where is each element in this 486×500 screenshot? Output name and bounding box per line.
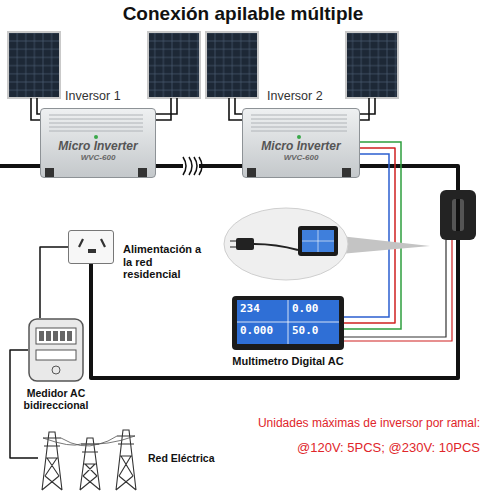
diagram-title: Conexión apilable múltiple	[0, 3, 486, 25]
current-clamp	[440, 190, 476, 240]
panel-wires-part	[229, 98, 242, 120]
ac-trunk-cable-part	[183, 157, 202, 175]
meter-callout-part	[302, 230, 334, 252]
outlet-art	[69, 231, 115, 265]
bidirectional-meter: Medidor AC bidireccional	[28, 318, 84, 382]
outlet: Alimentación a la red residencial	[68, 230, 114, 264]
solar-panels-part	[148, 32, 200, 98]
power-grid-art	[38, 424, 142, 492]
meter-callout	[224, 208, 430, 280]
bidirectional-meter-art	[28, 318, 84, 382]
node-text: Micro Inverter	[58, 139, 137, 153]
solar-panels-part	[206, 32, 258, 98]
meter-wires-part	[344, 240, 452, 341]
node-heading-holder: Alimentación a la red residencial	[123, 243, 203, 281]
limit-note: @120V: 5PCS; @230V: 10PCS	[228, 440, 480, 455]
current-clamp-part	[452, 199, 464, 231]
solar-panels	[8, 32, 398, 98]
display-reading: 50.0	[292, 324, 319, 337]
inverter: Inversor 1Micro InverterWVC-600	[40, 108, 156, 178]
inverter: Inversor 2Micro InverterWVC-600	[242, 108, 360, 178]
panel-wires-part	[235, 98, 242, 114]
power-grid: Red Eléctrica	[38, 424, 142, 492]
solar-panels-part	[346, 32, 398, 98]
current-clamp-part	[456, 199, 460, 231]
limit-note: Unidades máximas de inversor por ramal:	[228, 416, 480, 430]
node-heading: Multimetro Digital AC	[232, 355, 343, 367]
node-body: Micro InverterWVC-600	[41, 139, 155, 163]
cable-connector	[40, 247, 68, 318]
meter-wires-part	[344, 154, 389, 317]
node-heading: Inversor 1	[65, 89, 121, 103]
node-heading: Medidor AC bidireccional	[18, 387, 94, 411]
current-clamp-part	[440, 190, 476, 240]
meter-callout-part	[302, 230, 334, 252]
display-reading: 234	[240, 302, 260, 315]
node-heading-holder: Inversor 2	[267, 89, 323, 103]
panel-wires-part	[31, 98, 40, 120]
meter-wires-part	[344, 240, 446, 337]
node-heading-holder: Medidor AC bidireccional	[18, 387, 94, 411]
display-reading: 0.00	[292, 302, 319, 315]
meter-callout-part	[230, 241, 236, 247]
node-text: Micro Inverter	[261, 139, 340, 153]
cable-connector	[91, 166, 458, 378]
meter-callout-part	[224, 208, 348, 280]
node-heading-holder: Red Eléctrica	[148, 452, 215, 464]
node-heading: Inversor 2	[267, 89, 323, 103]
node-heading-holder: Multimetro Digital AC	[232, 355, 343, 367]
ac-trunk-cable-part	[0, 164, 40, 168]
node-heading-holder: Inversor 1	[65, 89, 121, 103]
meter-callout-part	[340, 236, 430, 254]
node-heading: Alimentación a la red residencial	[123, 243, 203, 281]
solar-panels-part	[8, 32, 60, 98]
display-reading: 0.000	[240, 324, 273, 337]
node-heading: Red Eléctrica	[148, 452, 215, 464]
node-text: WVC-600	[81, 153, 116, 163]
meter-callout-part	[254, 244, 298, 250]
node-body: Micro InverterWVC-600	[243, 139, 359, 163]
meter-callout-part	[298, 226, 338, 256]
node-text: WVC-600	[284, 153, 319, 163]
meter-callout-part	[236, 238, 254, 250]
